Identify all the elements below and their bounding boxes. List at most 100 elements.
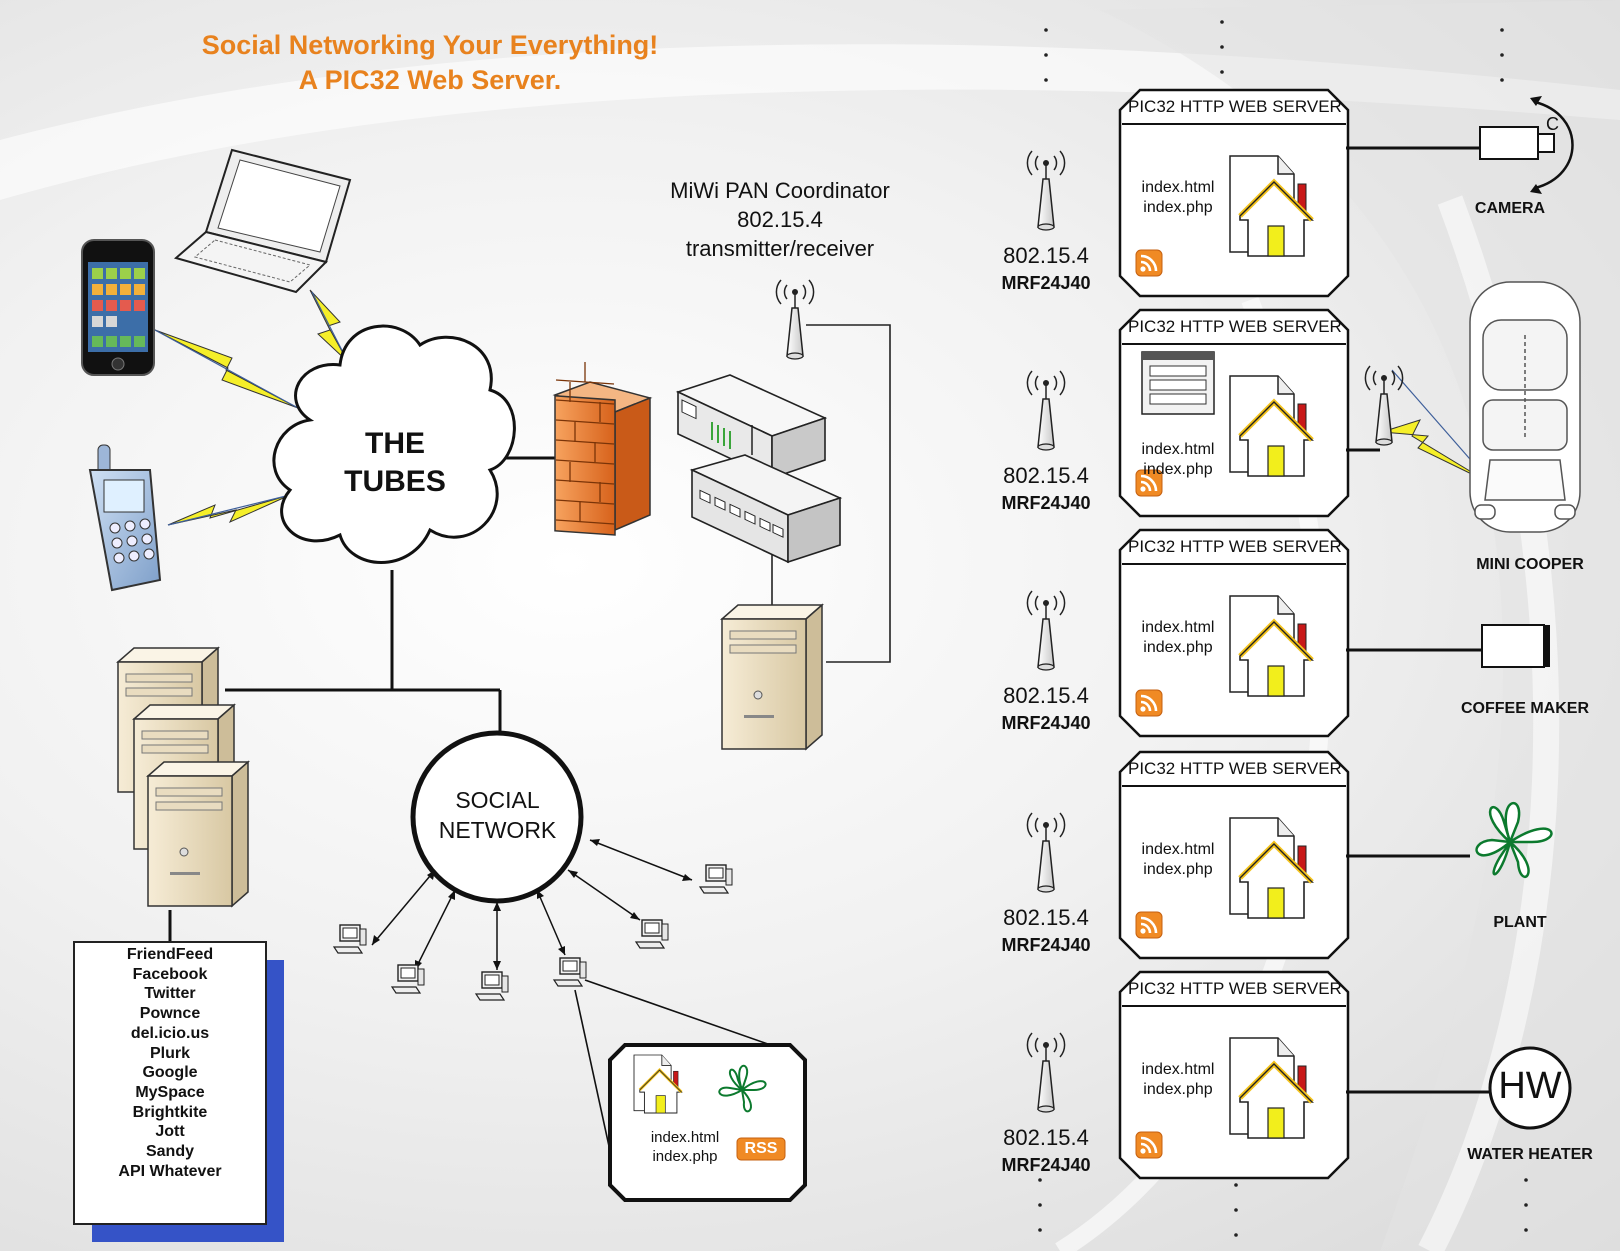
pc-icon-6 <box>699 864 733 894</box>
laptop-icon <box>173 148 352 294</box>
coordinator-line-2: 802.15.4 <box>737 207 823 232</box>
file-2: index.php <box>1143 861 1213 878</box>
plant-icon-small <box>718 1064 767 1113</box>
rss-icon <box>1134 248 1164 278</box>
service-item: Google <box>142 1064 198 1082</box>
network-switch-icon <box>689 454 843 564</box>
server-card-1 <box>1026 88 1480 298</box>
server-title: PIC32 HTTP WEB SERVER <box>1128 97 1342 116</box>
device-label: PLANT <box>1493 914 1547 931</box>
server-title: PIC32 HTTP WEB SERVER <box>1128 979 1342 998</box>
antenna-icon <box>1026 1032 1066 1113</box>
plant-icon <box>1475 802 1553 879</box>
rss-card-files: index.html index.php <box>640 1128 730 1166</box>
water-heater-symbol: HW <box>1498 1065 1562 1107</box>
module-label: MRF24J40 <box>1001 493 1091 513</box>
service-item: Sandy <box>145 1143 194 1161</box>
server-files: index.html index.php <box>1130 1060 1226 1100</box>
pc-icon-5 <box>635 919 669 949</box>
frequency-label: 802.15.4 <box>1003 1125 1089 1150</box>
water-heater-icon <box>1488 1046 1572 1130</box>
car-icon <box>1469 281 1581 533</box>
server-title: PIC32 HTTP WEB SERVER <box>1128 317 1342 336</box>
pc-icon-1 <box>333 924 367 954</box>
coordinator-line-3: transmitter/receiver <box>685 236 875 261</box>
service-item: Facebook <box>132 965 208 983</box>
module-label: MRF24J40 <box>1001 1155 1091 1175</box>
social-network-line-2: NETWORK <box>438 817 557 843</box>
camera-icon: C <box>1479 96 1574 194</box>
service-item: Plurk <box>149 1044 190 1062</box>
coffee-maker-icon <box>1481 624 1550 668</box>
service-item: del.icio.us <box>130 1024 210 1042</box>
server-files: index.html index.php <box>1130 440 1226 480</box>
service-item: Jott <box>155 1123 185 1141</box>
frequency-label: 802.15.4 <box>1003 683 1089 708</box>
antenna-icon <box>1026 370 1066 451</box>
device-label: COFFEE MAKER <box>1461 700 1589 717</box>
frequency-label: 802.15.4 <box>1003 243 1089 268</box>
antenna-icon <box>1026 150 1066 231</box>
module-label: MRF24J40 <box>1001 713 1091 733</box>
pc-icon-4 <box>553 957 587 987</box>
rss-card-file-2: index.php <box>652 1148 718 1165</box>
rss-card-file-1: index.html <box>650 1129 720 1146</box>
pc-icon-2 <box>391 964 425 994</box>
pc-icon-3 <box>475 971 509 1001</box>
coordinator-antenna-icon <box>775 279 815 360</box>
server-files: index.html index.php <box>1130 840 1226 880</box>
device-label: WATER HEATER <box>1467 1146 1593 1163</box>
device-label: MINI COOPER <box>1476 556 1584 573</box>
service-item: FriendFeed <box>126 946 214 963</box>
antenna-icon <box>1026 812 1066 893</box>
file-1: index.html <box>1141 441 1215 458</box>
server-card-3 <box>1026 528 1482 738</box>
rss-icon <box>1134 1130 1164 1160</box>
module-label: MRF24J40 <box>1001 935 1091 955</box>
server-files: index.html index.php <box>1130 618 1226 658</box>
rss-icon <box>1134 910 1164 940</box>
antenna-icon <box>1026 590 1066 671</box>
file-2: index.php <box>1143 1081 1213 1098</box>
module-label: MRF24J40 <box>1001 273 1091 293</box>
svg-text:C: C <box>1546 114 1559 134</box>
service-item: Brightkite <box>132 1103 208 1121</box>
server-files: index.html index.php <box>1130 178 1226 218</box>
file-1: index.html <box>1141 1061 1215 1078</box>
service-item: API Whatever <box>118 1162 222 1180</box>
service-item: Pownce <box>139 1005 201 1023</box>
frequency-label: 802.15.4 <box>1003 905 1089 930</box>
title-line-2: A PIC32 Web Server. <box>298 65 562 95</box>
server-card-4 <box>1026 750 1470 960</box>
file-1: index.html <box>1141 841 1215 858</box>
cloud-shape <box>272 324 516 564</box>
server-window-icon <box>1141 351 1215 415</box>
file-2: index.php <box>1143 461 1213 478</box>
service-item: MySpace <box>135 1083 205 1101</box>
cloud-label-line-1: THE <box>365 427 425 460</box>
file-2: index.php <box>1143 199 1213 216</box>
server-title: PIC32 HTTP WEB SERVER <box>1128 537 1342 556</box>
service-item: Twitter <box>144 985 196 1003</box>
coordinator-line-1: MiWi PAN Coordinator <box>670 178 890 203</box>
file-2: index.php <box>1143 639 1213 656</box>
file-1: index.html <box>1141 619 1215 636</box>
cloud-label: THE TUBES <box>330 425 460 501</box>
frequency-label: 802.15.4 <box>1003 463 1089 488</box>
server-card-5 <box>1026 970 1490 1180</box>
firewall-icon <box>552 362 653 536</box>
file-1: index.html <box>1141 179 1215 196</box>
rss-badge: RSS <box>744 1140 778 1157</box>
device-label: CAMERA <box>1474 200 1546 217</box>
server-icon-3 <box>147 761 249 907</box>
coordinator-server-icon <box>721 604 823 750</box>
cloud-label-line-2: TUBES <box>344 465 446 498</box>
server-title: PIC32 HTTP WEB SERVER <box>1128 759 1342 778</box>
social-network-label: SOCIAL NETWORK <box>420 785 575 845</box>
coordinator-label: MiWi PAN Coordinator 802.15.4 transmitte… <box>640 176 920 263</box>
title-line-1: Social Networking Your Everything! <box>201 30 659 60</box>
smartphone-icon <box>81 239 155 376</box>
